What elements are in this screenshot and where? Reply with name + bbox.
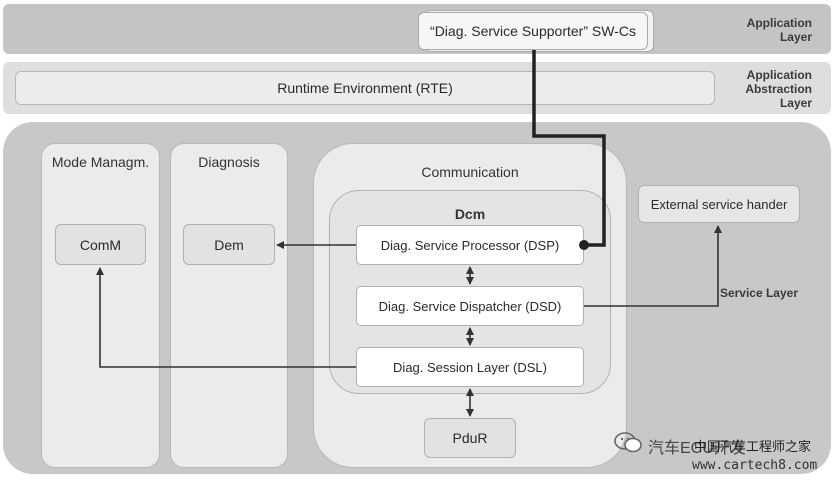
rte-box: Runtime Environment (RTE)	[15, 71, 715, 105]
watermark-brand: 中国汽车工程师之家	[694, 440, 812, 455]
swc-box: “Diag. Service Supporter” SW-Cs	[418, 12, 648, 50]
swc-dsp-connector	[532, 50, 606, 247]
watermark-title: 汽车ECU开发	[648, 440, 746, 457]
service-layer-label: Service Layer	[719, 286, 798, 300]
swc-dsp-endpoint	[579, 240, 589, 250]
dsp-box: Diag. Service Processor (DSP)	[356, 225, 584, 265]
dsd-box: Diag. Service Dispatcher (DSD)	[356, 286, 584, 326]
diagnosis-panel	[170, 143, 288, 468]
dcm-title: Dcm	[454, 206, 486, 222]
diagnosis-title: Diagnosis	[198, 154, 260, 170]
application-layer-band	[3, 4, 831, 54]
dsl-comm-arrow	[96, 267, 356, 368]
pdur-box: PduR	[424, 418, 516, 458]
comm-box: ComM	[55, 224, 146, 265]
watermark-url: www.cartech8.com	[692, 458, 818, 473]
abstraction-layer-label: Application Abstraction Layer	[745, 68, 812, 110]
application-layer-label: Application Layer	[746, 16, 812, 44]
mode-management-title: Mode Managm.	[51, 154, 150, 170]
dem-box: Dem	[183, 224, 275, 265]
external-service-handler-box: External service hander	[638, 185, 800, 223]
dsl-box: Diag. Session Layer (DSL)	[356, 347, 584, 387]
wechat-icon	[614, 431, 642, 453]
dsd-external-arrow	[584, 225, 722, 307]
communication-title: Communication	[421, 164, 519, 180]
